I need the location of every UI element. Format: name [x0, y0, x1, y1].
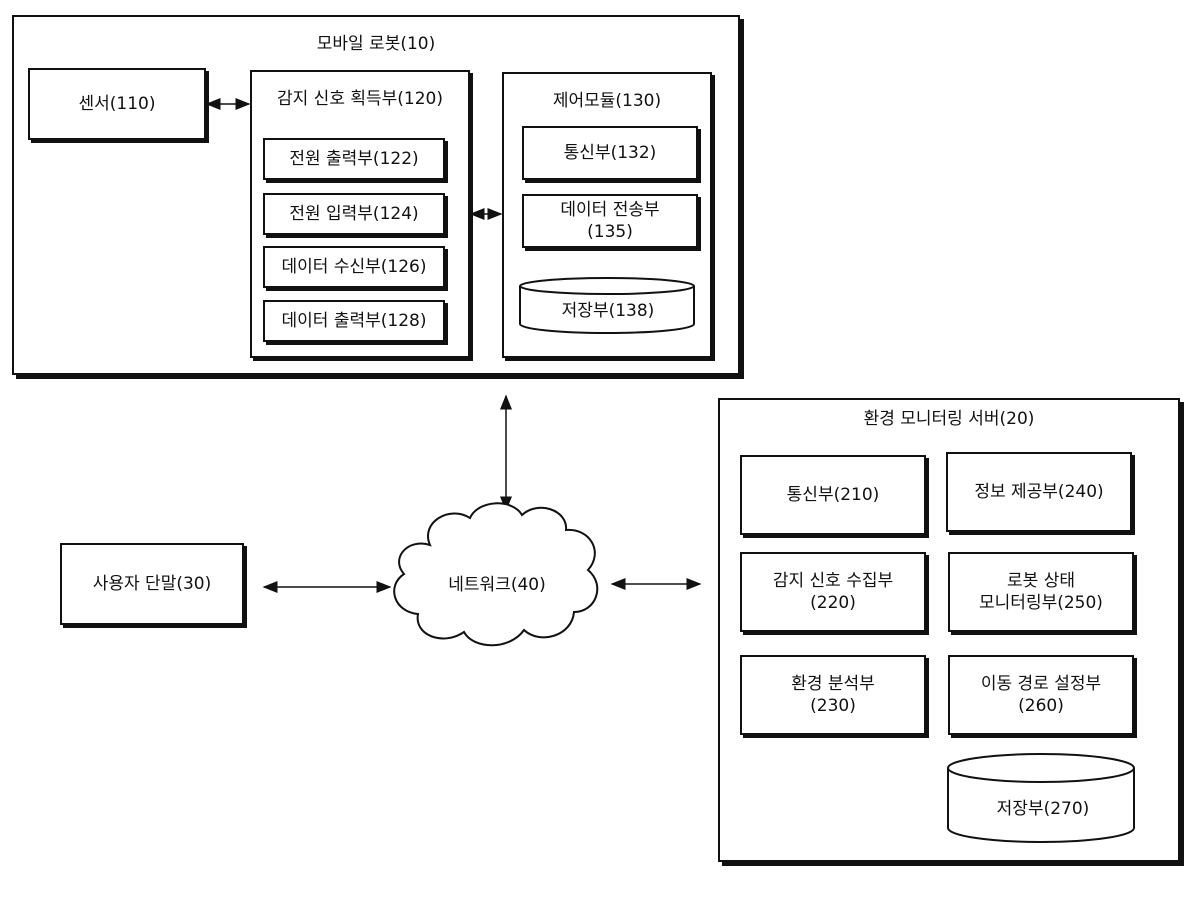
- network-label: 네트워크(40): [448, 575, 545, 595]
